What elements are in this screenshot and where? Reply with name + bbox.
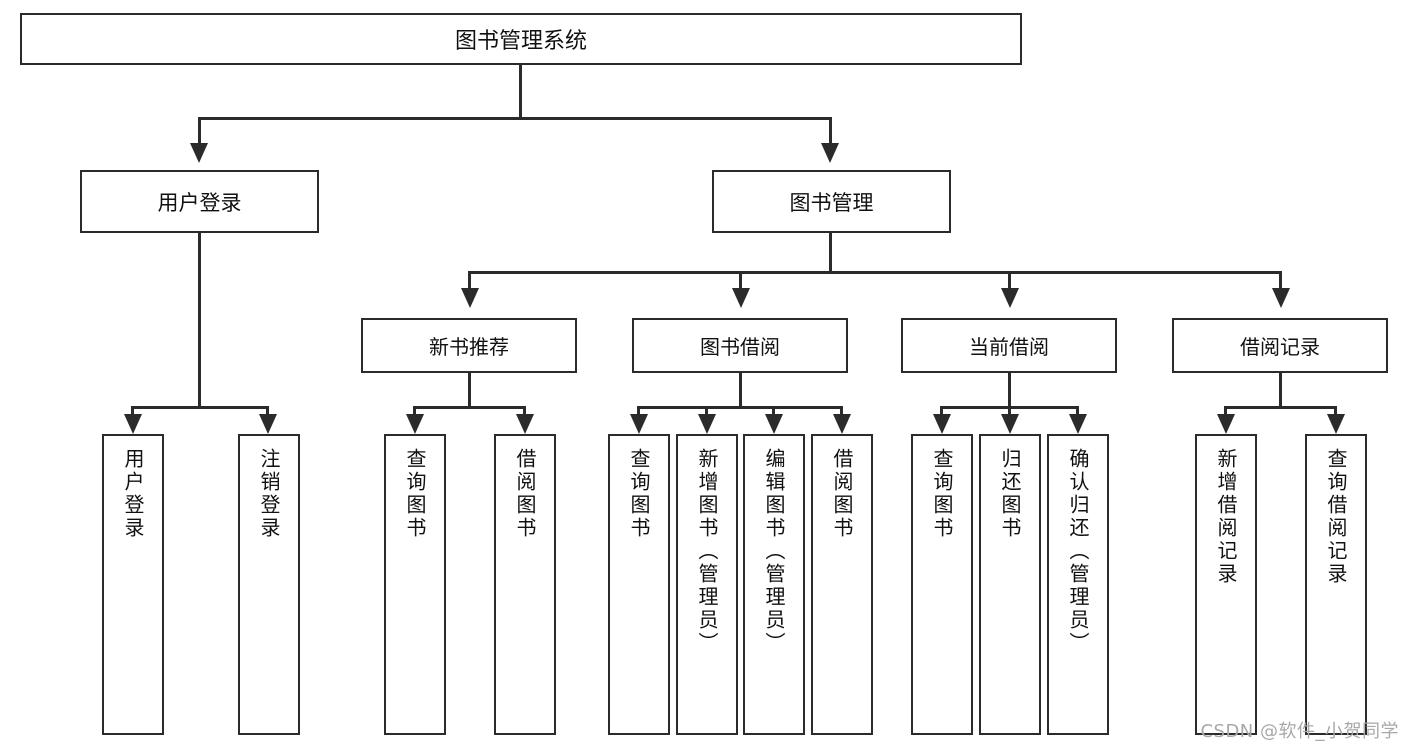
arrow-leaf-logout bbox=[259, 414, 277, 434]
connector-level2-drop-1 bbox=[739, 271, 742, 289]
node-current-borrow-label: 当前借阅 bbox=[969, 335, 1049, 359]
connector-level1-bus bbox=[198, 117, 832, 120]
arrow-leaf-user-login bbox=[124, 414, 142, 434]
node-new-book-recommend-label: 新书推荐 bbox=[429, 335, 509, 359]
leaf-borrow-query-book-label: 查询图书 bbox=[627, 448, 651, 540]
connector-record-bus bbox=[1224, 406, 1337, 409]
connector-book-management-stem bbox=[829, 233, 832, 271]
connector-borrow-drop-1 bbox=[705, 406, 708, 415]
connector-borrow-bus bbox=[637, 406, 843, 409]
connector-current-drop-0 bbox=[940, 406, 943, 415]
leaf-user-login-label: 用户登录 bbox=[121, 448, 145, 540]
connector-level1-drop-0 bbox=[198, 117, 201, 143]
connector-current-drop-1 bbox=[1008, 406, 1011, 415]
connector-level2-drop-0 bbox=[468, 271, 471, 289]
node-current-borrow[interactable]: 当前借阅 bbox=[901, 318, 1117, 373]
leaf-borrow-edit-book-admin-label: 编辑图书（管理员） bbox=[762, 448, 786, 655]
node-user-login[interactable]: 用户登录 bbox=[80, 170, 319, 233]
node-book-management[interactable]: 图书管理 bbox=[712, 170, 951, 233]
connector-user-login-drop-0 bbox=[131, 406, 134, 415]
arrow-leaf-borrow-edit bbox=[765, 414, 783, 434]
leaf-recommend-borrow-book-label: 借阅图书 bbox=[513, 448, 537, 540]
arrow-level2-2 bbox=[1001, 288, 1019, 308]
leaf-record-add-label: 新增借阅记录 bbox=[1214, 448, 1238, 586]
connector-level2-bus bbox=[468, 271, 1282, 274]
node-book-borrow-label: 图书借阅 bbox=[700, 335, 780, 359]
connector-recommend-bus bbox=[413, 406, 526, 409]
connector-record-stem bbox=[1279, 373, 1282, 406]
connector-level2-drop-3 bbox=[1279, 271, 1282, 289]
connector-current-stem bbox=[1008, 373, 1011, 406]
arrow-level2-1 bbox=[732, 288, 750, 308]
connector-borrow-drop-2 bbox=[772, 406, 775, 415]
leaf-current-return-book[interactable]: 归还图书 bbox=[979, 434, 1041, 735]
leaf-record-query[interactable]: 查询借阅记录 bbox=[1305, 434, 1367, 735]
leaf-logout-label: 注销登录 bbox=[257, 448, 281, 540]
leaf-recommend-query-book-label: 查询图书 bbox=[403, 448, 427, 540]
connector-root-stem bbox=[519, 65, 522, 117]
connector-level2-drop-2 bbox=[1008, 271, 1011, 289]
connector-level1-drop-1 bbox=[829, 117, 832, 143]
leaf-record-query-label: 查询借阅记录 bbox=[1324, 448, 1348, 586]
arrow-level2-3 bbox=[1272, 288, 1290, 308]
node-root-label: 图书管理系统 bbox=[454, 29, 587, 54]
node-new-book-recommend[interactable]: 新书推荐 bbox=[361, 318, 577, 373]
leaf-current-query-book[interactable]: 查询图书 bbox=[911, 434, 973, 735]
leaf-current-return-book-label: 归还图书 bbox=[998, 448, 1022, 540]
connector-record-drop-0 bbox=[1224, 406, 1227, 415]
connector-recommend-drop-1 bbox=[523, 406, 526, 415]
arrow-leaf-record-add bbox=[1217, 414, 1235, 434]
arrow-leaf-recommend-query bbox=[406, 414, 424, 434]
leaf-borrow-add-book-admin[interactable]: 新增图书（管理员） bbox=[676, 434, 738, 735]
node-root[interactable]: 图书管理系统 bbox=[20, 13, 1022, 65]
leaf-borrow-add-book-admin-label: 新增图书（管理员） bbox=[695, 448, 719, 655]
arrow-leaf-current-query bbox=[933, 414, 951, 434]
leaf-current-query-book-label: 查询图书 bbox=[930, 448, 954, 540]
connector-record-drop-1 bbox=[1334, 406, 1337, 415]
arrow-leaf-recommend-borrow bbox=[516, 414, 534, 434]
leaf-user-login[interactable]: 用户登录 bbox=[102, 434, 164, 735]
leaf-recommend-borrow-book[interactable]: 借阅图书 bbox=[494, 434, 556, 735]
leaf-record-add[interactable]: 新增借阅记录 bbox=[1195, 434, 1257, 735]
connector-current-drop-2 bbox=[1076, 406, 1079, 415]
leaf-borrow-query-book[interactable]: 查询图书 bbox=[608, 434, 670, 735]
node-book-management-label: 图书管理 bbox=[789, 190, 874, 215]
arrow-level1-1 bbox=[821, 143, 839, 163]
leaf-logout[interactable]: 注销登录 bbox=[238, 434, 300, 735]
connector-user-login-drop-1 bbox=[266, 406, 269, 415]
leaf-borrow-lend-book-label: 借阅图书 bbox=[830, 448, 854, 540]
leaf-current-confirm-return-admin-label: 确认归还（管理员） bbox=[1066, 448, 1090, 655]
connector-user-login-bus bbox=[131, 406, 268, 409]
connector-user-login-stem bbox=[198, 233, 201, 406]
arrow-leaf-current-confirm bbox=[1069, 414, 1087, 434]
node-book-borrow[interactable]: 图书借阅 bbox=[632, 318, 848, 373]
arrow-leaf-borrow-add bbox=[698, 414, 716, 434]
connector-borrow-drop-0 bbox=[637, 406, 640, 415]
node-borrow-record-label: 借阅记录 bbox=[1240, 335, 1320, 359]
node-borrow-record[interactable]: 借阅记录 bbox=[1172, 318, 1388, 373]
arrow-leaf-borrow-lend bbox=[833, 414, 851, 434]
connector-borrow-drop-3 bbox=[840, 406, 843, 415]
arrow-level2-0 bbox=[461, 288, 479, 308]
connector-recommend-drop-0 bbox=[413, 406, 416, 415]
leaf-borrow-lend-book[interactable]: 借阅图书 bbox=[811, 434, 873, 735]
arrow-leaf-record-query bbox=[1327, 414, 1345, 434]
arrow-leaf-borrow-query bbox=[630, 414, 648, 434]
arrow-level1-0 bbox=[190, 143, 208, 163]
connector-recommend-stem bbox=[468, 373, 471, 406]
leaf-borrow-edit-book-admin[interactable]: 编辑图书（管理员） bbox=[743, 434, 805, 735]
watermark: CSDN @软件_小贺同学 bbox=[1200, 721, 1399, 742]
node-user-login-label: 用户登录 bbox=[157, 190, 242, 215]
leaf-current-confirm-return-admin[interactable]: 确认归还（管理员） bbox=[1047, 434, 1109, 735]
leaf-recommend-query-book[interactable]: 查询图书 bbox=[384, 434, 446, 735]
connector-borrow-stem bbox=[739, 373, 742, 406]
arrow-leaf-current-return bbox=[1001, 414, 1019, 434]
